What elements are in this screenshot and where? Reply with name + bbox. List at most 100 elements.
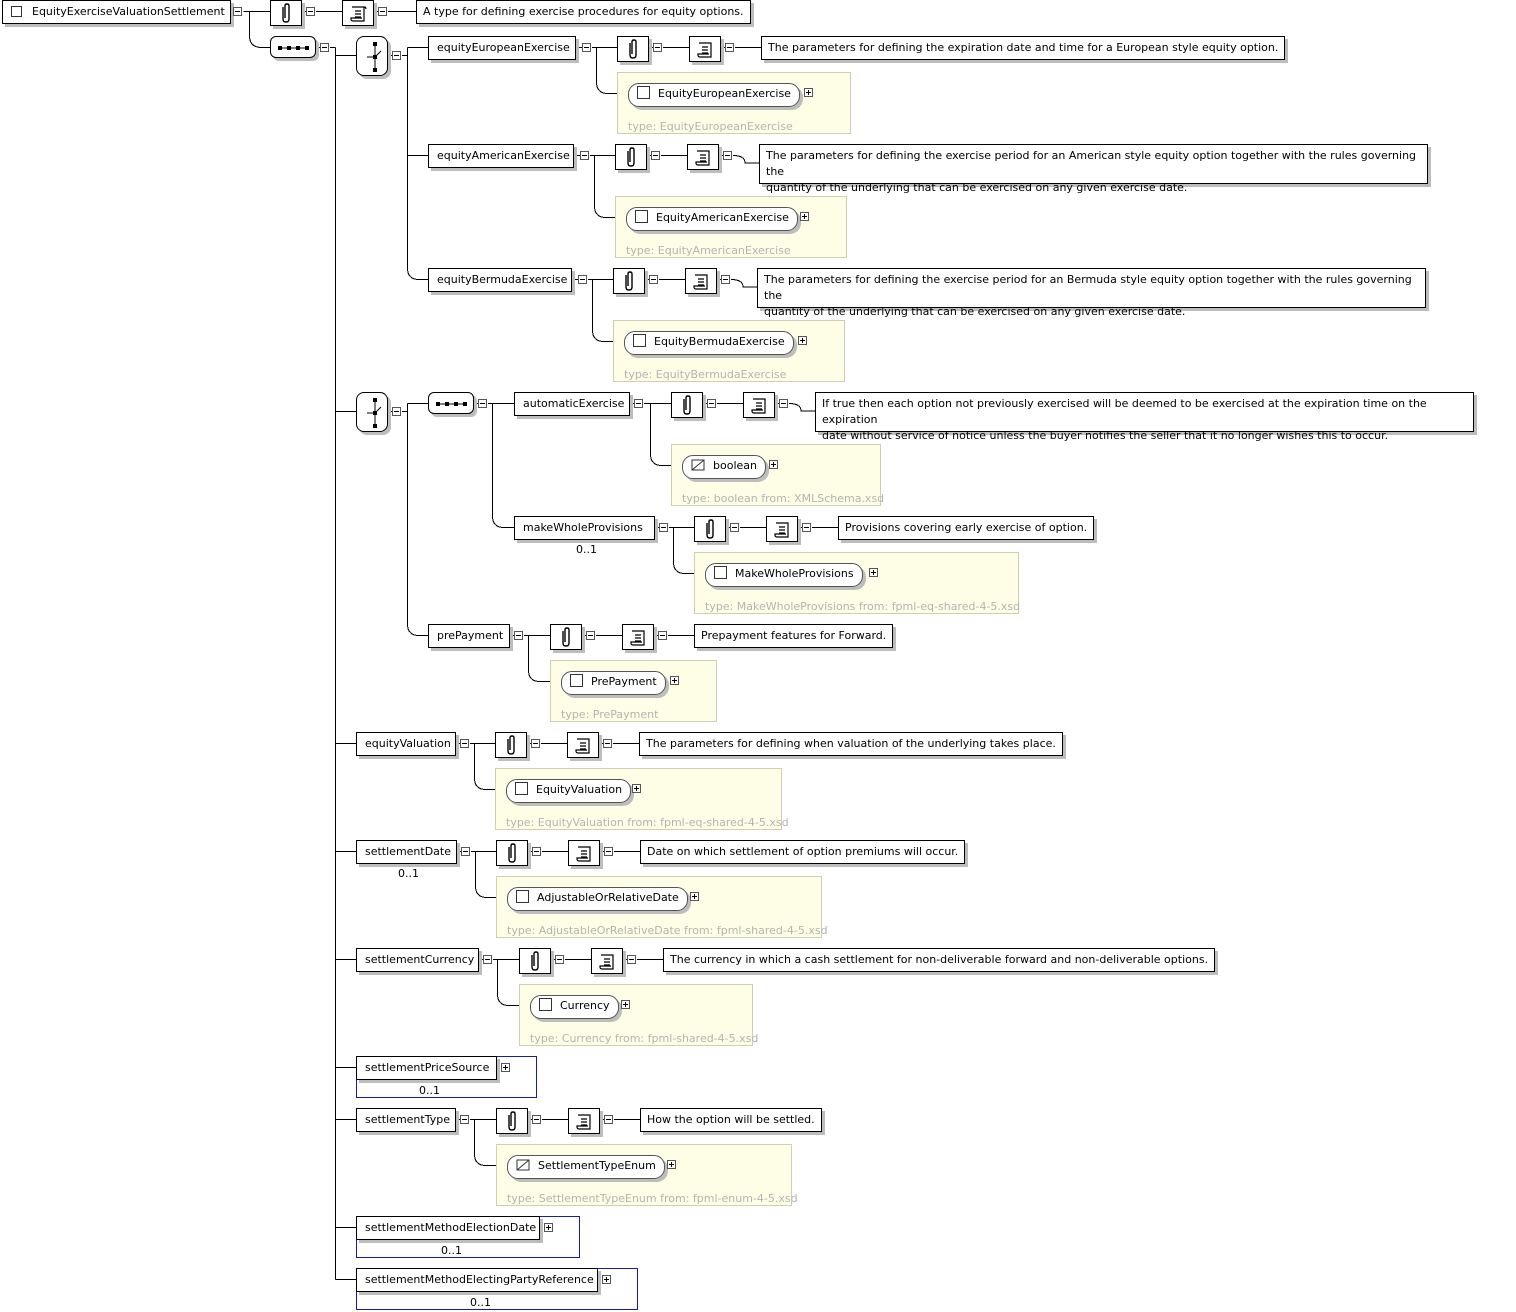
complex-type-icon [633, 334, 646, 347]
expand-toggle[interactable] [670, 676, 679, 685]
element-pre-payment[interactable]: prePayment [428, 624, 510, 648]
clip-icon [550, 624, 582, 650]
collapse-toggle[interactable] [392, 51, 401, 60]
type-name: AdjustableOrRelativeDate [537, 891, 679, 904]
element-settlement-price-source[interactable]: settlementPriceSource [356, 1056, 497, 1080]
type-name: EquityAmericanExercise [656, 211, 789, 224]
collapse-toggle[interactable] [461, 847, 470, 856]
type-box: boolean type: boolean from: XMLSchema.xs… [671, 444, 884, 506]
collapse-toggle[interactable] [320, 43, 329, 52]
scroll-icon [567, 732, 599, 758]
expand-toggle[interactable] [869, 568, 878, 577]
collapse-toggle[interactable] [659, 523, 668, 532]
collapse-toggle[interactable] [603, 739, 612, 748]
collapse-toggle[interactable] [582, 43, 591, 52]
collapse-toggle[interactable] [627, 955, 636, 964]
collapse-toggle[interactable] [730, 523, 739, 532]
type-box: Currency type: Currency from: fpml-share… [519, 984, 758, 1046]
collapse-toggle[interactable] [578, 275, 587, 284]
clip-icon [270, 0, 302, 26]
collapse-toggle[interactable] [306, 7, 315, 16]
collapse-toggle[interactable] [532, 847, 541, 856]
clip-icon [615, 144, 647, 170]
expand-toggle[interactable] [804, 88, 813, 97]
type-name-box[interactable]: EquityAmericanExercise [626, 207, 798, 231]
type-box: PrePayment type: PrePayment [550, 660, 717, 722]
clip-icon [613, 268, 645, 294]
occurrence-label: 0..1 [470, 1296, 491, 1309]
element-automatic-exercise[interactable]: automaticExercise [514, 392, 630, 416]
collapse-toggle[interactable] [580, 151, 589, 160]
collapse-toggle[interactable] [460, 739, 469, 748]
type-name-box[interactable]: EquityValuation [506, 779, 632, 803]
collapse-toggle[interactable] [378, 7, 387, 16]
collapse-toggle[interactable] [233, 7, 242, 16]
collapse-toggle[interactable] [779, 399, 788, 408]
collapse-toggle[interactable] [604, 1115, 613, 1124]
documentation: The currency in which a cash settlement … [663, 948, 1216, 972]
complex-type-icon [637, 86, 650, 99]
collapse-toggle[interactable] [634, 399, 643, 408]
element-equity-valuation[interactable]: equityValuation [356, 732, 456, 756]
collapse-toggle[interactable] [532, 1115, 541, 1124]
type-caption: type: SettlementTypeEnum from: fpml-enum… [507, 1192, 798, 1205]
element-make-whole-provisions[interactable]: makeWholeProvisions [514, 516, 655, 540]
collapse-toggle[interactable] [460, 1115, 469, 1124]
documentation: The parameters for defining the expirati… [761, 36, 1286, 60]
collapse-toggle[interactable] [586, 631, 595, 640]
scroll-icon [689, 36, 721, 62]
collapse-toggle[interactable] [721, 275, 730, 284]
element-settlement-date[interactable]: settlementDate [356, 840, 457, 864]
expand-toggle[interactable] [602, 1275, 611, 1284]
type-name-box[interactable]: AdjustableOrRelativeDate [507, 887, 688, 911]
type-name-box[interactable]: PrePayment [561, 671, 666, 695]
element-settlement-method-election-date[interactable]: settlementMethodElectionDate [356, 1216, 540, 1240]
type-name-box[interactable]: Currency [530, 995, 619, 1019]
simple-type-icon [691, 459, 705, 471]
collapse-toggle[interactable] [555, 955, 564, 964]
type-name-box[interactable]: SettlementTypeEnum [507, 1155, 665, 1179]
element-settlement-currency[interactable]: settlementCurrency [356, 948, 479, 972]
collapse-toggle[interactable] [531, 739, 540, 748]
root-complex-type[interactable]: EquityExerciseValuationSettlement [2, 0, 231, 24]
collapse-toggle[interactable] [649, 275, 658, 284]
element-settlement-type[interactable]: settlementType [356, 1108, 456, 1132]
doc-line: date without service of notice unless th… [822, 429, 1389, 442]
collapse-toggle[interactable] [392, 407, 401, 416]
collapse-toggle[interactable] [658, 631, 667, 640]
choice-icon [356, 392, 388, 432]
collapse-toggle[interactable] [478, 399, 487, 408]
root-documentation: A type for defining exercise procedures … [416, 0, 751, 24]
collapse-toggle[interactable] [514, 631, 523, 640]
collapse-toggle[interactable] [802, 523, 811, 532]
collapse-toggle[interactable] [651, 151, 660, 160]
occurrence-label: 0..1 [441, 1244, 462, 1257]
element-equity-european-exercise[interactable]: equityEuropeanExercise [428, 36, 576, 60]
scroll-icon [591, 948, 623, 974]
collapse-toggle[interactable] [725, 43, 734, 52]
expand-toggle[interactable] [769, 460, 778, 469]
element-settlement-method-electing-party-reference[interactable]: settlementMethodElectingPartyReference [356, 1268, 598, 1292]
type-name-box[interactable]: boolean [682, 455, 766, 479]
collapse-toggle[interactable] [653, 43, 662, 52]
collapse-toggle[interactable] [604, 847, 613, 856]
type-name-box[interactable]: EquityBermudaExercise [624, 331, 794, 355]
element-equity-bermuda-exercise[interactable]: equityBermudaExercise [428, 268, 572, 292]
collapse-toggle[interactable] [723, 151, 732, 160]
expand-toggle[interactable] [667, 1160, 676, 1169]
element-equity-american-exercise[interactable]: equityAmericanExercise [428, 144, 574, 168]
collapse-toggle[interactable] [707, 399, 716, 408]
expand-toggle[interactable] [621, 1000, 630, 1009]
expand-toggle[interactable] [690, 892, 699, 901]
expand-toggle[interactable] [501, 1063, 510, 1072]
expand-toggle[interactable] [632, 784, 641, 793]
expand-toggle[interactable] [544, 1223, 553, 1232]
documentation: Provisions covering early exercise of op… [838, 516, 1095, 540]
collapse-toggle[interactable] [483, 955, 492, 964]
type-name-box[interactable]: EquityEuropeanExercise [628, 83, 800, 107]
type-name: SettlementTypeEnum [538, 1159, 656, 1172]
type-name: MakeWholeProvisions [735, 567, 854, 580]
type-name-box[interactable]: MakeWholeProvisions [705, 563, 863, 587]
expand-toggle[interactable] [800, 212, 809, 221]
expand-toggle[interactable] [798, 336, 807, 345]
